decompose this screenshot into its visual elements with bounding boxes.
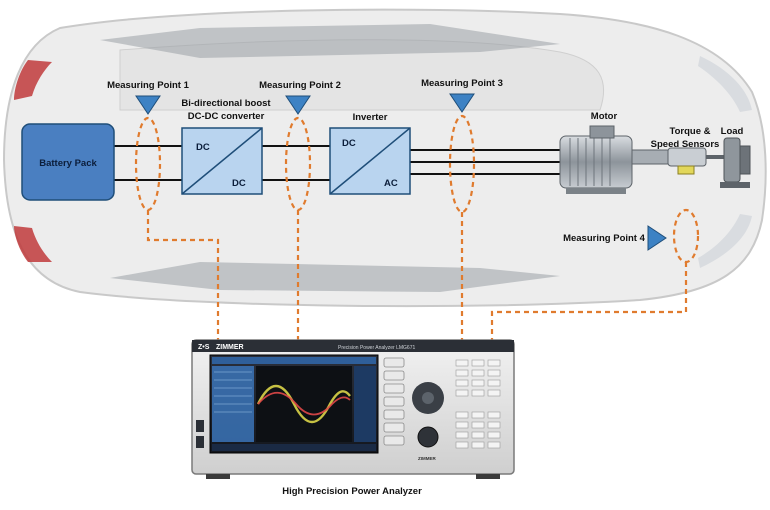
inverter: DC AC [329,127,411,195]
measuring-point-1-label: Measuring Point 1 [107,80,190,91]
inverter-title: Inverter [353,112,388,123]
analyzer-model: Precision Power Analyzer LMG671 [338,345,415,351]
marker-triangle-1 [135,95,161,115]
marker-triangle-4 [647,225,667,251]
sensors-title-1: Torque & [670,126,711,137]
inverter-dc: DC [342,138,356,149]
battery-label: Battery Pack [39,158,97,169]
converter-dc-in: DC [196,142,210,153]
inverter-ac: AC [384,178,398,189]
analyzer-brand: ZIMMER [216,344,244,351]
measuring-point-3-label: Measuring Point 3 [421,78,503,89]
motor-icon [559,125,669,194]
load-icon [720,137,751,188]
measuring-point-2-label: Measuring Point 2 [259,80,341,91]
converter-title-1: Bi-directional boost [181,98,271,109]
marker-triangle-3 [449,93,475,113]
measurement-leads [134,114,700,340]
battery-pack: Battery Pack [21,123,115,201]
sensors-title-2: Speed Sensors [651,139,720,150]
analyzer-knob [417,426,439,448]
measuring-markers [135,93,667,251]
analyzer-brand-prefix: Z•S [198,344,210,351]
motor-label: Motor [591,111,618,122]
load-label: Load [721,126,744,137]
torque-sensor-icon [667,147,724,175]
marker-triangle-2 [285,95,311,115]
power-analyzer: Z•S ZIMMER Precision Power Analyzer LMG6… [191,339,515,479]
analyzer-caption: High Precision Power Analyzer [282,486,422,497]
measuring-point-4-label: Measuring Point 4 [563,233,646,244]
analyzer-badge: ZIMMER [418,456,436,461]
converter-title-2: DC-DC converter [188,111,265,122]
dcdc-converter: DC DC [181,127,263,195]
wires [112,145,560,181]
converter-dc-out: DC [232,178,246,189]
